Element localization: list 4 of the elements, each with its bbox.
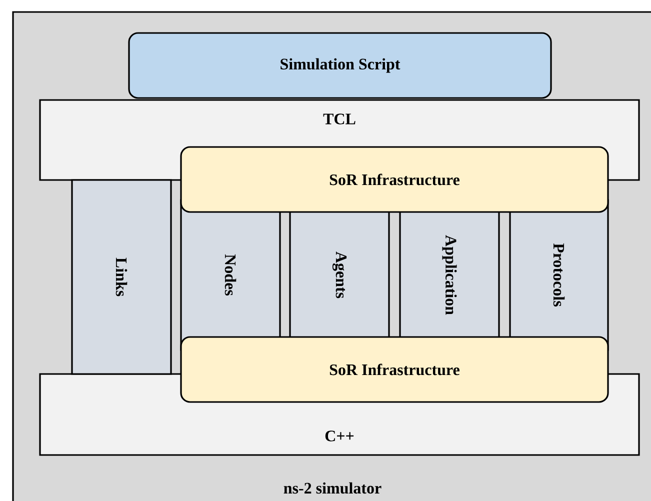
script-box: Simulation Script [128, 32, 552, 99]
infrastructure-box: SoR Infrastructure [180, 146, 609, 213]
module-column: Links [71, 179, 172, 375]
infrastructure-box: SoR Infrastructure [180, 336, 609, 403]
